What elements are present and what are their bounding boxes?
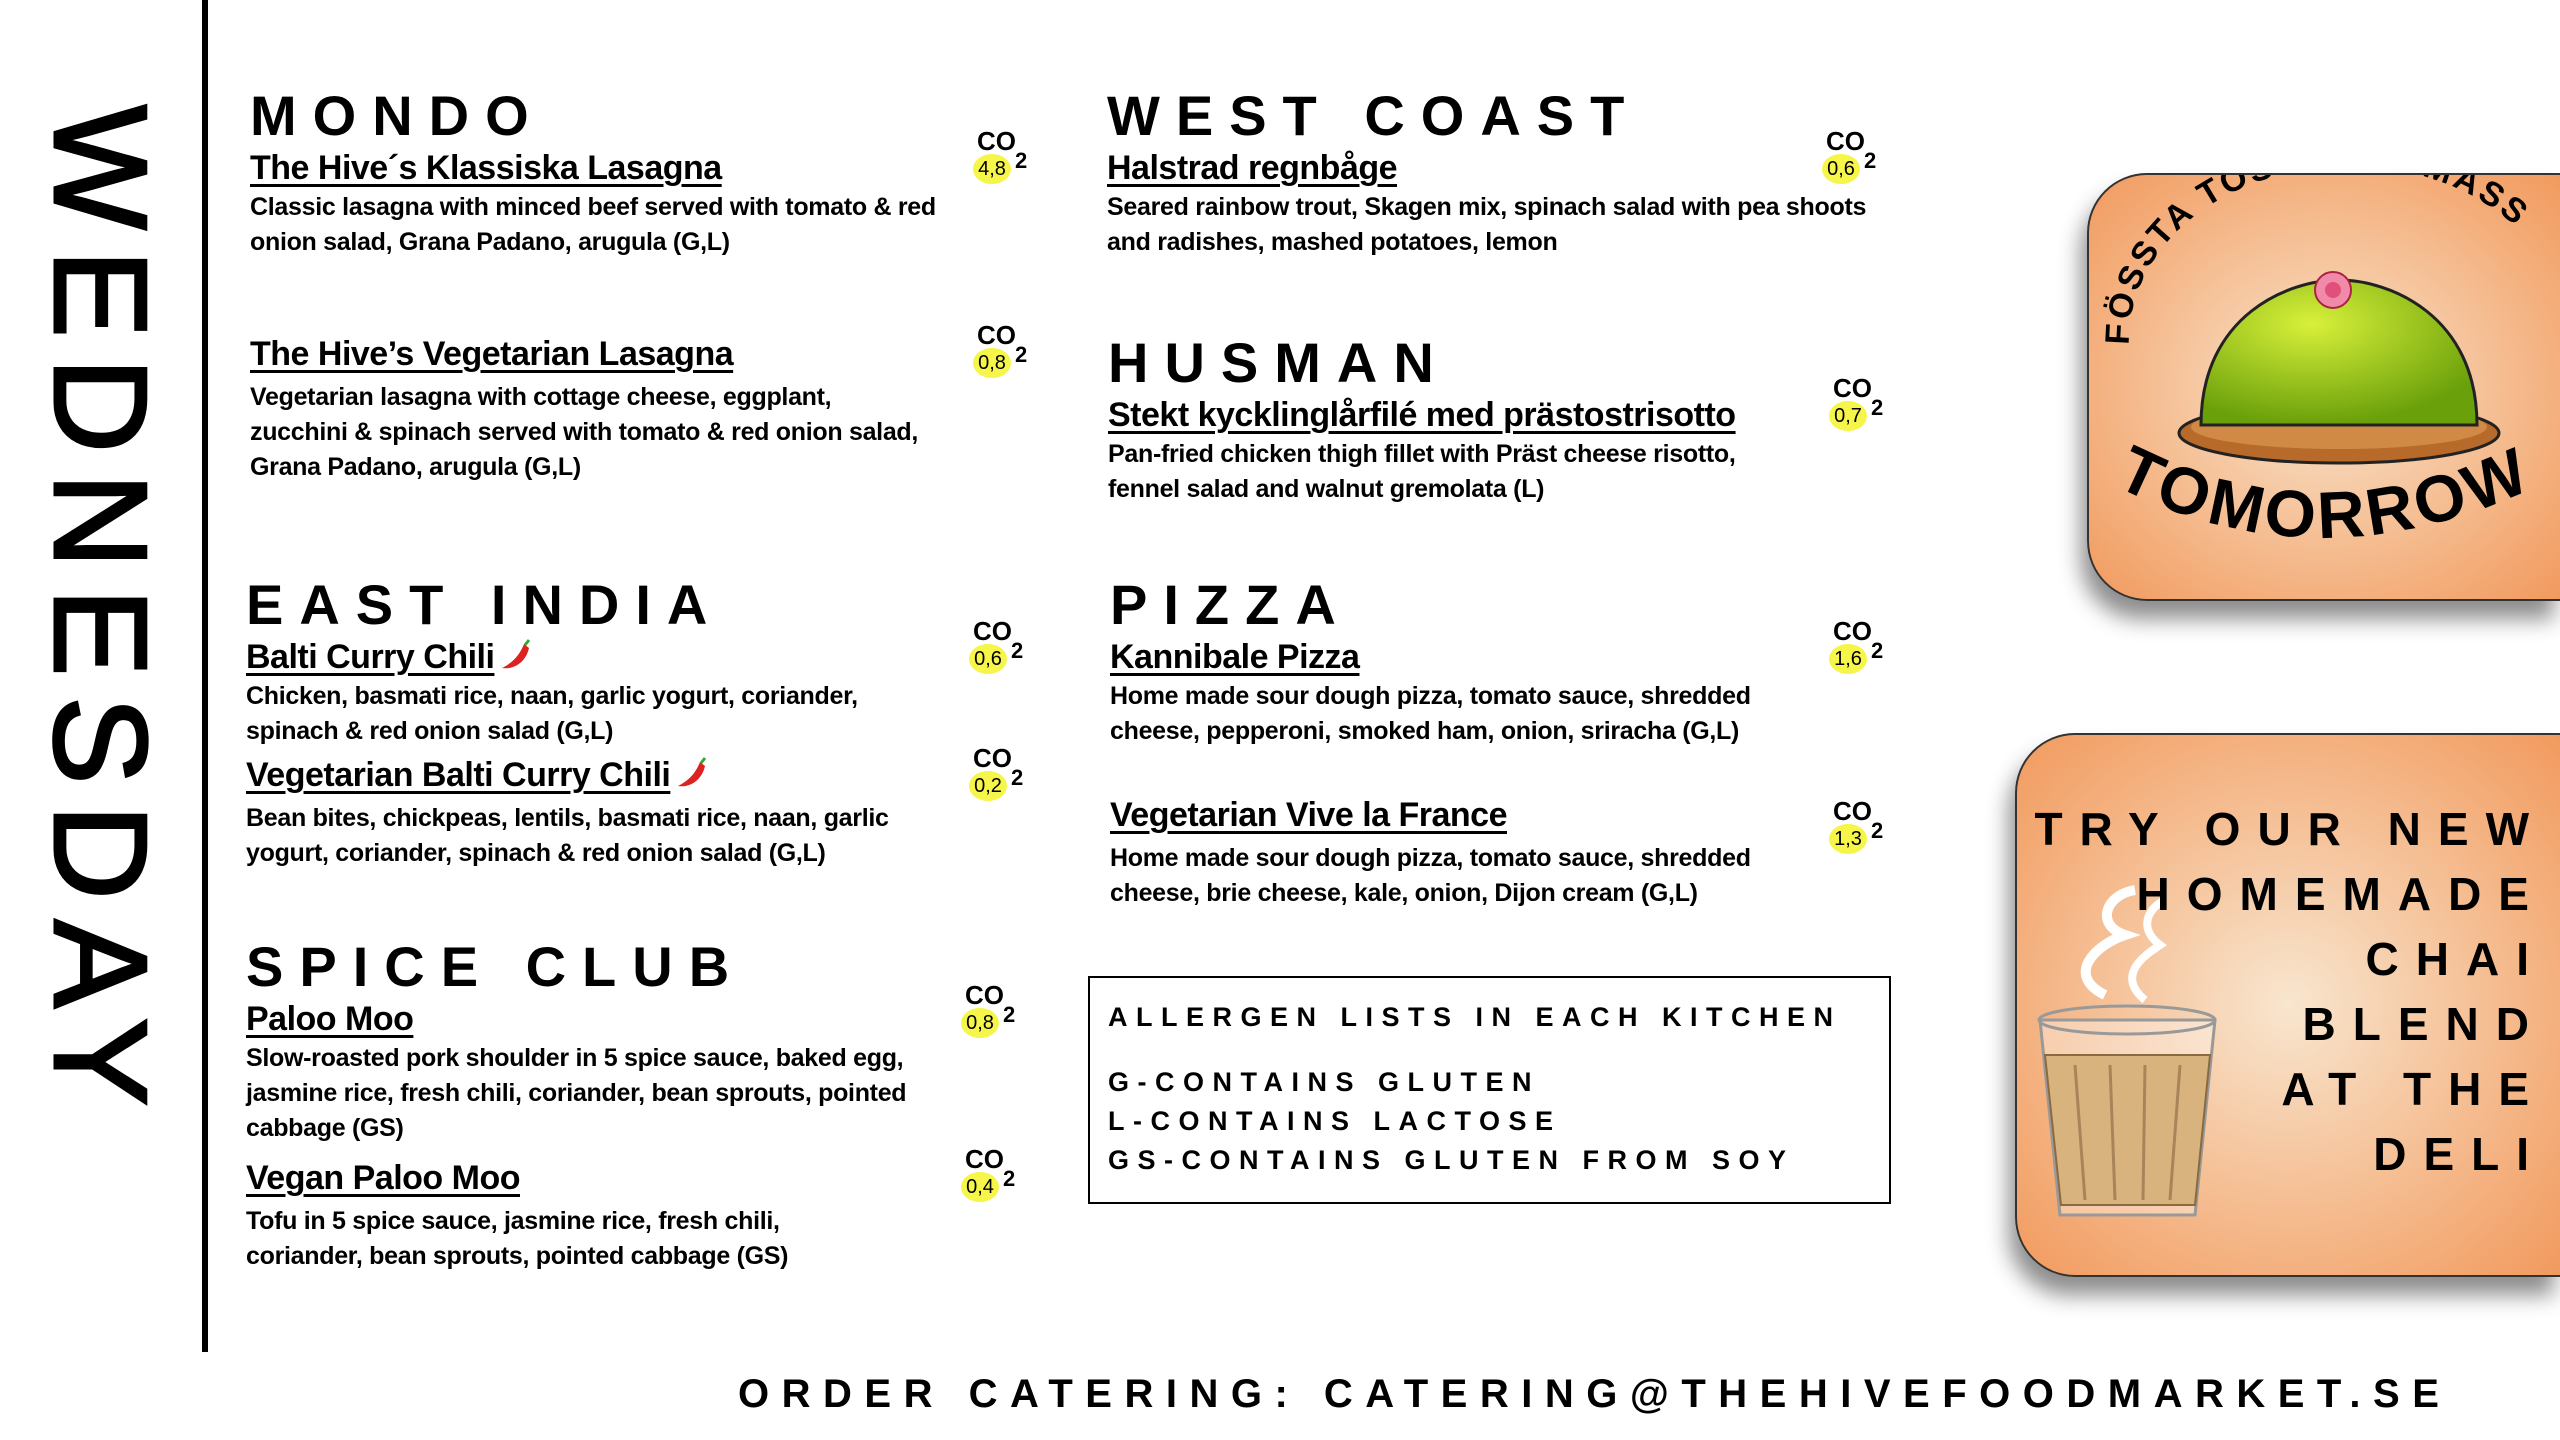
dish-vive-la-france: Vegetarian Vive la France Home made sour… (1110, 793, 1870, 911)
dish-desc: Bean bites, chickpeas, lentils, basmati … (246, 804, 889, 867)
dish-title: Halstrad regnbåge (1107, 149, 1398, 187)
section-heading: HUSMAN (1108, 331, 1450, 394)
chai-glass-icon (2037, 885, 2217, 1217)
section-mondo: MONDO The Hive´s Klassiska Lasagna Class… (250, 86, 1010, 260)
princess-cake-illustration: FÖSSTA TOSSDAN I MASS TOMORROW (2099, 136, 2538, 553)
allergen-item: L-CONTAINS LACTOSE (1108, 1106, 1562, 1136)
divider (202, 0, 208, 1352)
dish-title: The Hive´s Klassiska Lasagna (250, 149, 722, 187)
section-west-coast: WEST COAST Halstrad regnbåge Seared rain… (1107, 86, 1867, 260)
dish-title: Kannibale Pizza (1110, 638, 1360, 676)
dish-title: Vegetarian Balti Curry Chili (246, 753, 1006, 797)
day-title: WEDNESDAY (25, 103, 175, 1127)
dish-vegan-paloo: Vegan Paloo Moo Tofu in 5 spice sauce, j… (246, 1156, 1006, 1274)
section-heading: PIZZA (1110, 573, 1352, 636)
dish-desc: Classic lasagna with minced beef served … (250, 193, 936, 256)
dish-desc: Pan-fried chicken thigh fillet with Präs… (1108, 440, 1736, 503)
section-pizza: PIZZA Kannibale Pizza Home made sour dou… (1110, 575, 1870, 749)
section-spice-club: SPICE CLUB Paloo Moo Slow-roasted pork s… (246, 937, 1006, 1146)
section-heading: MONDO (250, 84, 545, 147)
chili-icon (502, 639, 531, 669)
chai-promo-text: TRY OUR NEW HOMEMADE CHAI BLEND AT THE D… (2034, 803, 2546, 1180)
section-heading: SPICE CLUB (246, 935, 746, 998)
dish-title: The Hive’s Vegetarian Lasagna (250, 335, 734, 373)
dish-title: Vegetarian Vive la France (1110, 796, 1508, 834)
promo-chai: TRY OUR NEW HOMEMADE CHAI BLEND AT THE D… (2015, 733, 2560, 1277)
dish-title: Paloo Moo (246, 1000, 414, 1038)
dish-title: Balti Curry Chili (246, 635, 1006, 679)
allergen-box: ALLERGEN LISTS IN EACH KITCHEN G-CONTAIN… (1088, 976, 1891, 1204)
catering-footer: ORDER CATERING: CATERING@THEHIVEFOODMARK… (738, 1372, 2452, 1416)
dish-title: Vegan Paloo Moo (246, 1159, 520, 1197)
dish-desc: Home made sour dough pizza, tomato sauce… (1110, 682, 1751, 745)
dish-desc: Chicken, basmati rice, naan, garlic yogu… (246, 682, 858, 745)
dish-veg-balti: Vegetarian Balti Curry Chili Bean bites,… (246, 753, 1006, 871)
allergen-title: ALLERGEN LISTS IN EACH KITCHEN (1108, 1002, 1842, 1032)
section-husman: HUSMAN Stekt kycklinglårfilé med prästos… (1108, 333, 1868, 507)
dish-desc: Vegetarian lasagna with cottage cheese, … (250, 383, 919, 481)
dish-title: Stekt kycklinglårfilé med prästostrisott… (1108, 396, 1736, 434)
section-east-india: EAST INDIA Balti Curry Chili Chicken, ba… (246, 575, 1006, 749)
promo-tomorrow: FÖSSTA TOSSDAN I MASS TOMORROW (2087, 136, 2560, 601)
chili-icon (678, 757, 707, 787)
allergen-item: GS-CONTAINS GLUTEN FROM SOY (1108, 1145, 1795, 1175)
allergen-item: G-CONTAINS GLUTEN (1108, 1067, 1540, 1097)
dish-desc: Home made sour dough pizza, tomato sauce… (1110, 844, 1751, 907)
dish-desc: Slow-roasted pork shoulder in 5 spice sa… (246, 1044, 907, 1142)
dish-veg-lasagna: The Hive’s Vegetarian Lasagna Vegetarian… (250, 332, 1010, 485)
dish-desc: Seared rainbow trout, Skagen mix, spinac… (1107, 193, 1867, 256)
section-heading: EAST INDIA (246, 573, 724, 636)
dish-desc: Tofu in 5 spice sauce, jasmine rice, fre… (246, 1207, 789, 1270)
section-heading: WEST COAST (1107, 84, 1641, 147)
